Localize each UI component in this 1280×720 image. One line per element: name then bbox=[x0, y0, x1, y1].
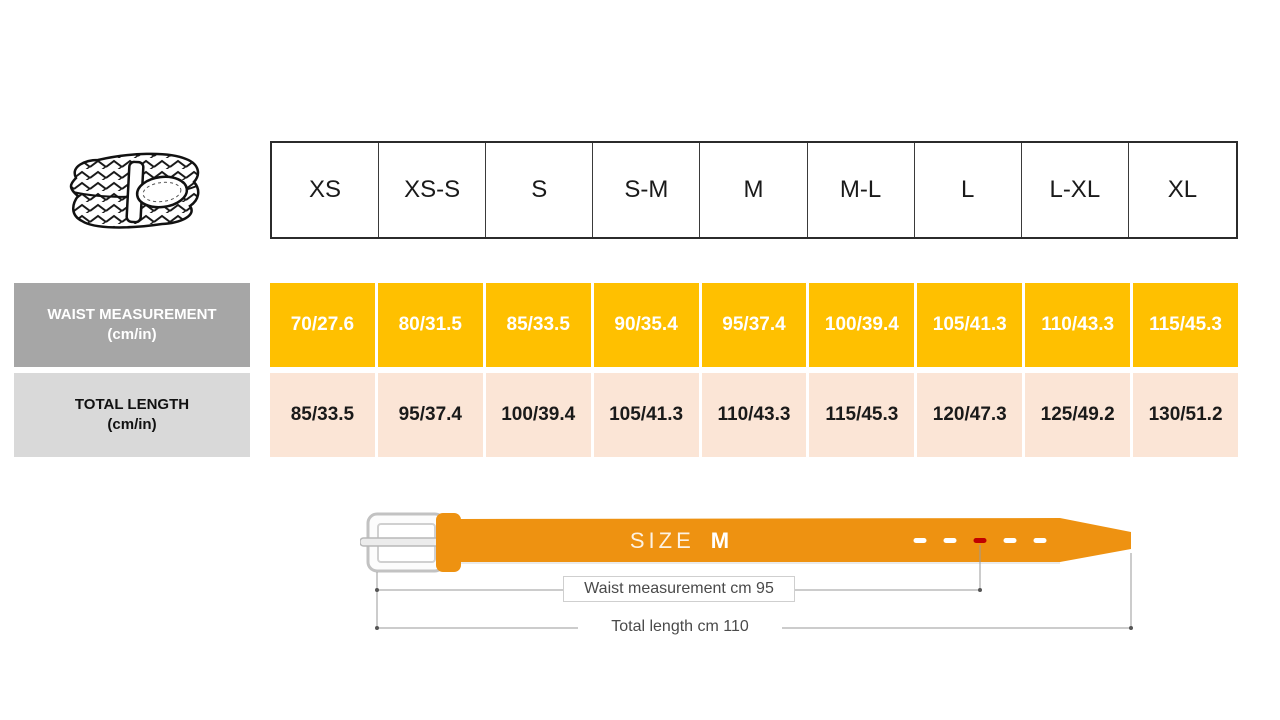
length-value-sm: 105/41.3 bbox=[593, 373, 699, 457]
belt-measurement-diagram bbox=[359, 500, 1140, 650]
length-value-m: 110/43.3 bbox=[701, 373, 807, 457]
length-value-ml: 115/45.3 bbox=[809, 373, 915, 457]
braided-belt-illustration bbox=[58, 136, 208, 238]
size-header-m: M bbox=[700, 143, 808, 237]
waist-values: 70/27.6 80/31.5 85/33.5 90/35.4 95/37.4 … bbox=[270, 283, 1238, 367]
waist-label-line2: (cm/in) bbox=[107, 326, 157, 343]
length-label-line1: TOTAL LENGTH bbox=[74, 395, 190, 413]
belt-diagram-graphic bbox=[359, 512, 1133, 630]
size-word: SIZE bbox=[629, 528, 695, 553]
length-label-line2: (cm/in) bbox=[107, 416, 157, 433]
waist-value-m: 95/37.4 bbox=[701, 283, 807, 367]
waist-label-line1: WAIST MEASUREMENT bbox=[47, 305, 217, 323]
length-value-xl: 130/51.2 bbox=[1133, 373, 1238, 457]
buckle-prong bbox=[359, 537, 446, 547]
total-length-row: TOTAL LENGTH (cm/in) 85/33.5 95/37.4 100… bbox=[14, 373, 1238, 457]
belt-hole bbox=[943, 538, 957, 543]
size-header-row: XS XS-S S S-M M M-L L L-XL XL bbox=[270, 141, 1238, 239]
size-header-s: S bbox=[486, 143, 594, 237]
belt-hole bbox=[913, 538, 927, 543]
waist-measurement-row: WAIST MEASUREMENT (cm/in) 70/27.6 80/31.… bbox=[14, 283, 1238, 367]
length-value-lxl: 125/49.2 bbox=[1025, 373, 1131, 457]
waist-value-l: 105/41.3 bbox=[917, 283, 1023, 367]
belt-hole-selected bbox=[973, 538, 987, 543]
belt-strap bbox=[459, 518, 1131, 562]
waist-value-ml: 100/39.4 bbox=[809, 283, 915, 367]
length-value-s: 100/39.4 bbox=[485, 373, 591, 457]
size-header-sm: S-M bbox=[593, 143, 701, 237]
measurement-endpoints bbox=[375, 588, 1133, 630]
waist-value-xs: 70/27.6 bbox=[270, 283, 375, 367]
measurement-rows: WAIST MEASUREMENT (cm/in) 70/27.6 80/31.… bbox=[14, 283, 1238, 463]
length-value-l: 120/47.3 bbox=[917, 373, 1023, 457]
length-value-xss: 95/37.4 bbox=[377, 373, 483, 457]
size-header-xss: XS-S bbox=[379, 143, 487, 237]
waist-value-lxl: 110/43.3 bbox=[1025, 283, 1131, 367]
length-value-xs: 85/33.5 bbox=[270, 373, 375, 457]
waist-value-sm: 90/35.4 bbox=[593, 283, 699, 367]
size-value: M bbox=[710, 528, 731, 553]
belt-hole bbox=[1033, 538, 1047, 543]
belt-size-indicator: SIZE M bbox=[598, 525, 762, 557]
total-length-values: 85/33.5 95/37.4 100/39.4 105/41.3 110/43… bbox=[270, 373, 1238, 457]
measurement-guides bbox=[376, 545, 1132, 629]
total-length-label: TOTAL LENGTH (cm/in) bbox=[14, 373, 250, 457]
waist-value-xss: 80/31.5 bbox=[377, 283, 483, 367]
braided-belt-icon bbox=[69, 152, 200, 229]
belt-hole bbox=[1003, 538, 1017, 543]
waist-measurement-label: WAIST MEASUREMENT (cm/in) bbox=[14, 283, 250, 367]
waist-value-s: 85/33.5 bbox=[485, 283, 591, 367]
size-header-xs: XS bbox=[272, 143, 380, 237]
waist-measurement-note: Waist measurement cm 95 bbox=[563, 576, 795, 602]
total-length-note: Total length cm 110 bbox=[578, 616, 782, 638]
size-header-lxl: L-XL bbox=[1021, 143, 1129, 237]
size-header-ml: M-L bbox=[807, 143, 915, 237]
size-header-l: L bbox=[914, 143, 1022, 237]
waist-value-xl: 115/45.3 bbox=[1133, 283, 1238, 367]
size-header-xl: XL bbox=[1128, 143, 1236, 237]
belt-keeper bbox=[436, 513, 461, 572]
